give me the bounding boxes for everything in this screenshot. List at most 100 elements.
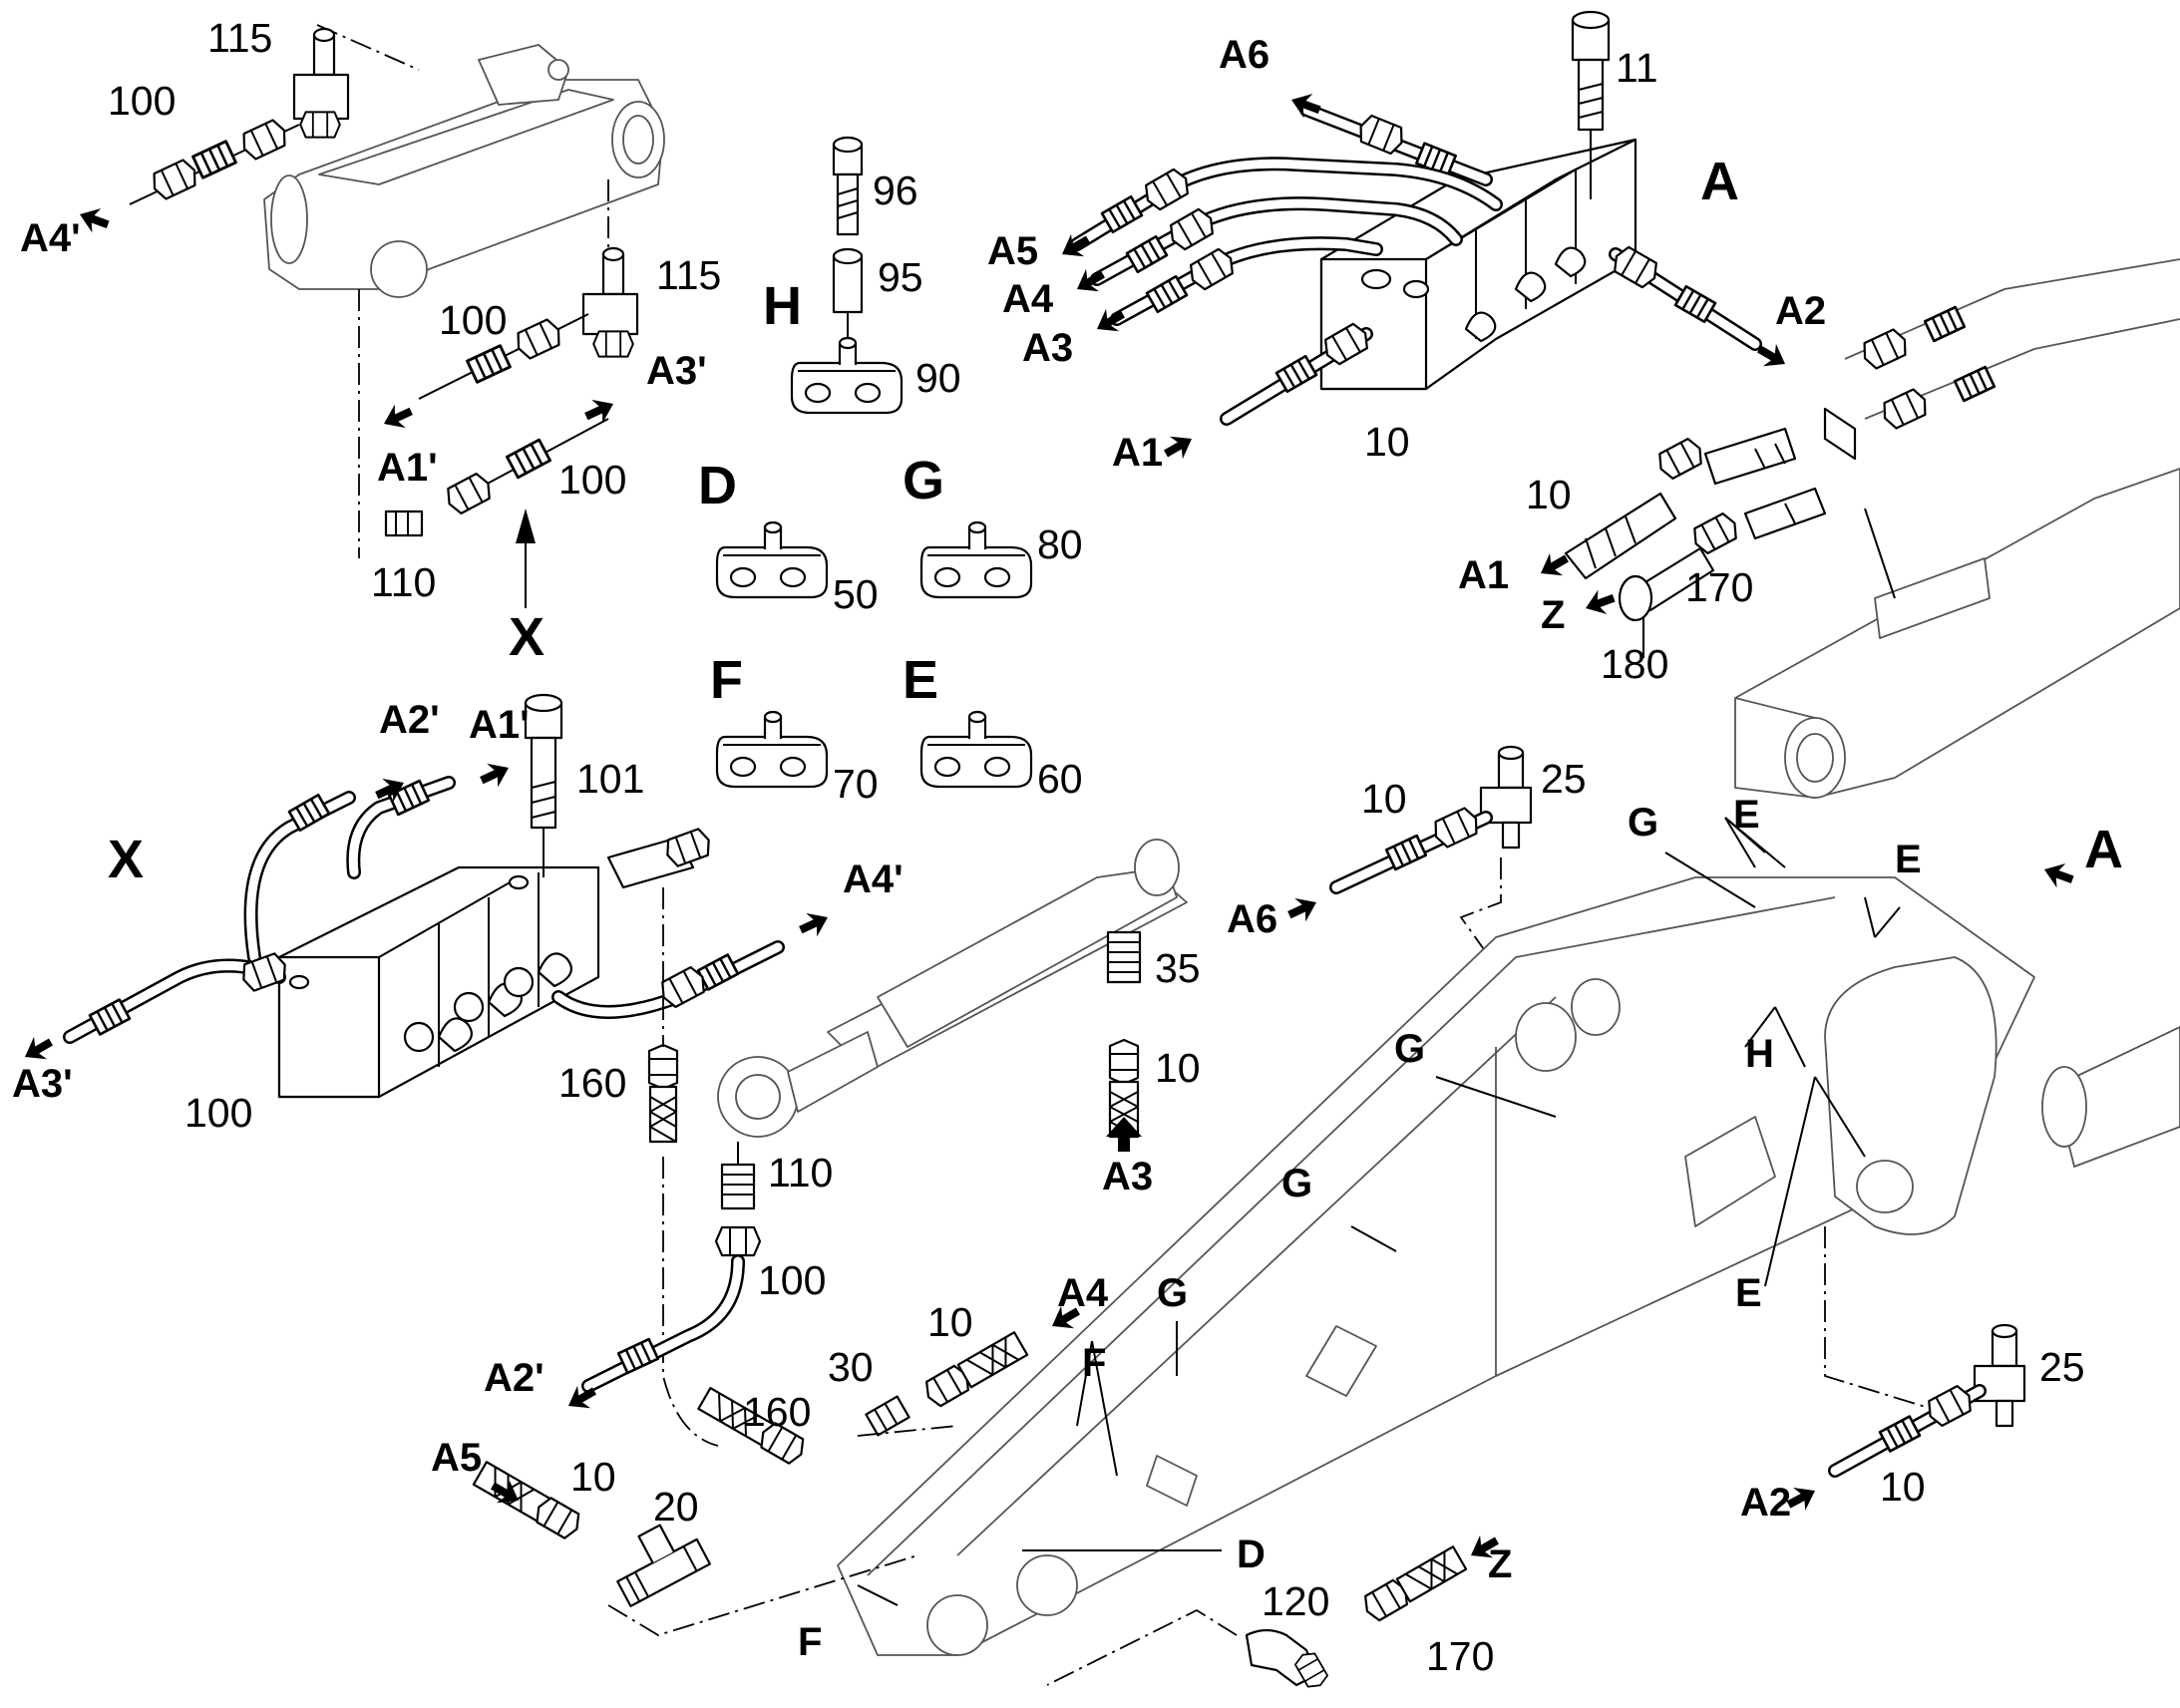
arrow-a1p-upper xyxy=(378,399,417,436)
nipple-110-lower xyxy=(720,1163,756,1210)
label-60: 60 xyxy=(1037,756,1083,802)
label-96: 96 xyxy=(873,168,918,213)
label-g-boom-2: G xyxy=(1394,1027,1425,1071)
label-110-lower: 110 xyxy=(768,1150,833,1196)
label-a1p-upper: A1' xyxy=(377,446,438,490)
label-11: 11 xyxy=(1616,45,1658,91)
label-100-center: 100 xyxy=(758,1257,826,1303)
label-a6-lower: A6 xyxy=(1227,897,1277,941)
diagram-labels: 115 100 A4' 115 100 A3' A1' 100 110 X 96… xyxy=(12,15,2123,1679)
label-a5-lower: A5 xyxy=(431,1436,482,1480)
hose-a2-top xyxy=(1608,242,1762,351)
label-a-big-top: A xyxy=(1700,152,1739,211)
label-a3p-x: A3' xyxy=(12,1062,73,1106)
label-f-big: F xyxy=(710,650,743,710)
label-100-x-block: 100 xyxy=(184,1090,252,1136)
label-10-a2: 10 xyxy=(1880,1464,1926,1510)
hose-a6-lower xyxy=(1329,804,1493,894)
bolt-11 xyxy=(1571,10,1611,132)
label-a1-bulkhead: A1 xyxy=(1458,553,1509,597)
clamp-90 xyxy=(790,336,904,415)
label-z-lower: Z xyxy=(1488,1542,1512,1586)
label-a1-top: A1 xyxy=(1112,431,1163,475)
label-180: 180 xyxy=(1601,641,1668,687)
hoses-a3-a6 xyxy=(1070,103,1503,326)
label-100-upper: 100 xyxy=(108,78,176,124)
clamp-60 xyxy=(919,710,1033,789)
distributor-block-100-x xyxy=(277,865,600,1099)
hoses-view-x xyxy=(63,776,785,1044)
label-g-boom-4: G xyxy=(1157,1271,1188,1315)
label-115-upper: 115 xyxy=(207,15,272,61)
leader-20-boom xyxy=(607,1554,918,1636)
arrow-a1-top xyxy=(1159,427,1199,466)
leader-30 xyxy=(857,1425,958,1437)
label-a5-top: A5 xyxy=(987,229,1038,273)
label-a4p-x: A4' xyxy=(843,857,904,901)
label-10-bulkhead: 10 xyxy=(1526,472,1572,517)
hose-end-10-a5 xyxy=(472,1461,585,1542)
label-a4p-upper: A4' xyxy=(20,216,81,260)
adapter-pair-right xyxy=(1703,427,1827,540)
hose-end-160-upper xyxy=(647,1043,679,1144)
label-100-lower: 100 xyxy=(558,457,626,503)
label-95: 95 xyxy=(878,254,923,300)
label-10-a6: 10 xyxy=(1361,776,1407,822)
label-10-cylinder: 10 xyxy=(1155,1045,1201,1091)
elbow-120 xyxy=(1245,1628,1331,1692)
label-120: 120 xyxy=(1262,1578,1329,1624)
label-115-lower: 115 xyxy=(656,252,721,298)
arrow-a1p-x xyxy=(476,756,515,793)
hose-100-middle xyxy=(418,313,589,400)
label-e-boom-1: E xyxy=(1733,793,1760,837)
screw-96 xyxy=(832,136,864,236)
label-z-top: Z xyxy=(1541,593,1565,637)
label-160-lower: 160 xyxy=(743,1389,811,1435)
label-a3-top: A3 xyxy=(1022,326,1073,370)
label-70: 70 xyxy=(833,761,879,807)
label-g-big: G xyxy=(903,451,944,511)
nipple-35 xyxy=(1106,930,1142,984)
label-100-middle: 100 xyxy=(439,297,507,343)
tee-fitting-25-lower xyxy=(1973,1323,2026,1428)
label-e-boom-2: E xyxy=(1895,838,1922,881)
label-a6-top: A6 xyxy=(1219,33,1270,77)
label-80: 80 xyxy=(1037,521,1083,567)
bulkhead-170-top xyxy=(1618,510,1743,622)
label-10-a5: 10 xyxy=(570,1454,616,1500)
upper-bracket-assembly xyxy=(263,44,665,298)
hydraulic-cylinder xyxy=(717,839,1188,1138)
label-g-boom-3: G xyxy=(1281,1162,1312,1205)
label-a-big-mid: A xyxy=(2084,820,2123,879)
leader-160-down xyxy=(662,887,719,1447)
label-10-a4: 10 xyxy=(927,1299,973,1345)
label-160-upper: 160 xyxy=(558,1060,626,1106)
label-d-big: D xyxy=(698,456,737,515)
tee-fitting-115-upper xyxy=(292,27,350,139)
label-a3-cylinder: A3 xyxy=(1102,1155,1153,1198)
nipple-30 xyxy=(865,1395,910,1437)
label-170-lower: 170 xyxy=(1426,1633,1494,1679)
label-e-big: E xyxy=(903,650,938,710)
label-20: 20 xyxy=(653,1484,699,1530)
hose-100-lower-center xyxy=(581,1225,762,1393)
clamp-80 xyxy=(919,520,1033,599)
label-g-boom-1: G xyxy=(1628,801,1658,845)
label-50: 50 xyxy=(833,571,879,617)
tee-fitting-115-lower xyxy=(581,246,639,358)
spacer-95 xyxy=(832,247,864,314)
label-h-boom: H xyxy=(1745,1032,1774,1076)
leader-25-lower xyxy=(1824,1226,1956,1417)
boom-tip-upper-right xyxy=(1734,468,2180,799)
label-a2-lower: A2 xyxy=(1740,1481,1791,1525)
boom-leaders xyxy=(857,817,1901,1606)
label-x-view: X xyxy=(509,607,545,667)
label-170-top: 170 xyxy=(1685,564,1753,610)
label-a3p-upper: A3' xyxy=(646,349,707,393)
label-a2p-x: A2' xyxy=(379,698,440,742)
label-a2p-lower: A2' xyxy=(484,1356,545,1400)
label-a4-lower: A4 xyxy=(1057,1271,1109,1315)
arrow-a6-lower xyxy=(1283,890,1322,927)
leader-120-boom xyxy=(1046,1608,1238,1686)
label-x-section: X xyxy=(108,830,144,889)
